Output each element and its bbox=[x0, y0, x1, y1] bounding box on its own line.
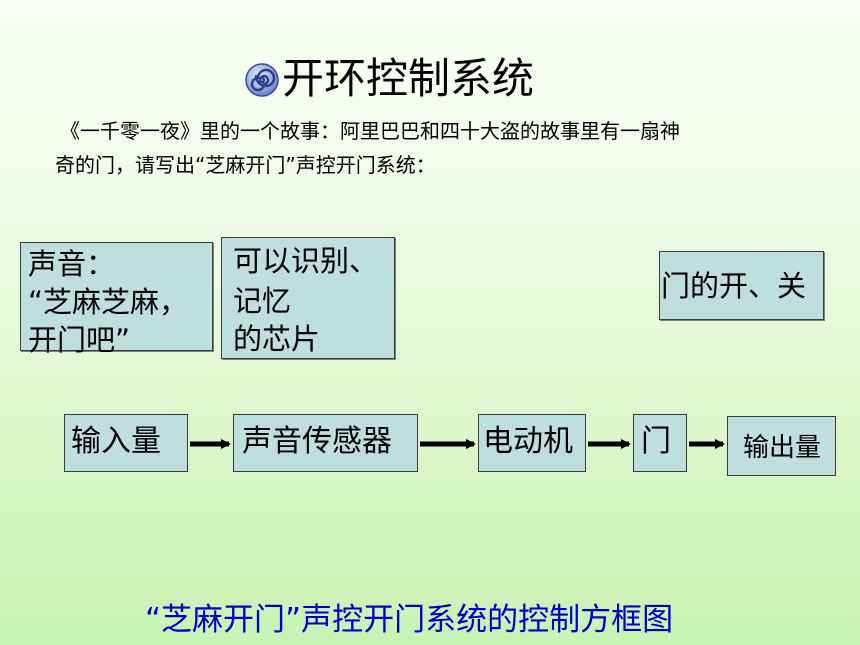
sound-note-line-3: 开门吧” bbox=[28, 323, 131, 357]
chip-note-line-1: 可以识别、 bbox=[233, 244, 379, 278]
motor-block bbox=[478, 414, 586, 472]
input-block-label: 输入量 bbox=[71, 424, 161, 459]
door-label: 门 bbox=[641, 424, 671, 459]
intro-line-2: 奇的门，请写出“芝麻开门”声控开门系统： bbox=[55, 153, 436, 177]
chip-note-line-2: 记忆 bbox=[233, 284, 292, 318]
spiral-bullet-icon bbox=[244, 62, 280, 98]
input-block bbox=[64, 414, 188, 472]
chip-note-line-3: 的芯片 bbox=[233, 322, 321, 356]
sound-sensor-label: 声音传感器 bbox=[242, 424, 392, 459]
diagram-caption: “芝麻开门”声控开门系统的控制方框图 bbox=[145, 602, 674, 638]
intro-line-1: 《一千零一夜》里的一个故事：阿里巴巴和四十大盗的故事里有一扇神 bbox=[60, 119, 680, 143]
sound-sensor-block bbox=[233, 414, 418, 472]
sound-note-line-2: “芝麻芝麻， bbox=[28, 285, 189, 319]
door-note-box bbox=[659, 251, 824, 320]
sound-input-note-box bbox=[20, 242, 213, 351]
page-title: 开环控制系统 bbox=[282, 54, 535, 103]
output-block-label: 输出量 bbox=[743, 433, 822, 463]
door-block bbox=[633, 414, 687, 472]
output-block bbox=[727, 416, 836, 476]
motor-label: 电动机 bbox=[483, 424, 573, 459]
sound-note-line-1: 声音： bbox=[28, 247, 116, 281]
chip-note-box bbox=[221, 237, 395, 359]
door-note-text: 门的开、关 bbox=[661, 269, 807, 303]
